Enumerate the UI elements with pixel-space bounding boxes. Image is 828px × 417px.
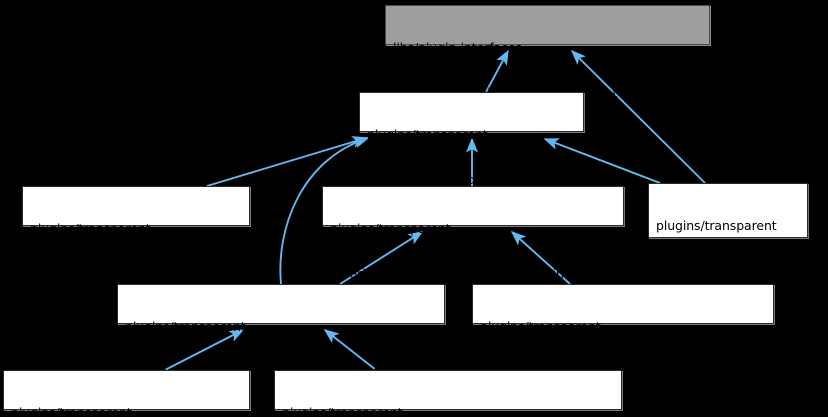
graph-node-determine-size-test-cc[interactable]: plugins/transparent -overlay/test/determ… xyxy=(648,183,808,323)
node-label-line1: libs/plugin-interfaces xyxy=(393,40,522,55)
node-label-line2: -overlay/src/transparentoverlayviewinfo.… xyxy=(330,266,595,281)
node-label-line2: -overlay/test/determine xyxy=(656,263,802,278)
graph-node-transparentoverlay-cc[interactable]: plugins/transparent -overlay/src/transpa… xyxy=(3,370,250,417)
graph-node-transparentoverlaypresentation-hh[interactable]: plugins/transparent -overlay/src/transpa… xyxy=(117,284,445,379)
node-label-line1: plugins/transparent xyxy=(125,319,246,334)
node-label-line1: plugins/transparent xyxy=(282,405,403,417)
graph-node-transparentoverlayviewinfo-cc[interactable]: plugins/transparent -overlay/src/transpa… xyxy=(472,284,774,379)
graph-node-sizedeterminer-hh[interactable]: plugins/transparent -overlay/src/sizedet… xyxy=(359,92,584,187)
graph-node-resizablepresentationinterface[interactable]: libs/plugin-interfaces /inc/scroom/resiz… xyxy=(385,5,710,100)
graph-node-transparentoverlaypresentation-cc[interactable]: plugins/transparent -overlay/src/transpa… xyxy=(274,370,622,417)
edge-sizedeterminer-cc-to-sizedeterminer-hh xyxy=(206,136,368,187)
node-label-line1: plugins/transparent xyxy=(330,221,451,236)
node-label-line1: plugins/transparent xyxy=(30,221,151,236)
graph-node-transparentoverlayviewinfo-hh[interactable]: plugins/transparent -overlay/src/transpa… xyxy=(322,186,624,281)
node-label-line2: -overlay/src/sizedeterminer.hh xyxy=(367,172,555,187)
node-label-line2: -overlay/src/sizedeterminer.cc xyxy=(30,266,216,281)
node-label-line1: plugins/transparent xyxy=(656,218,777,233)
node-label-line1: plugins/transparent xyxy=(11,405,132,417)
node-label-line1: plugins/transparent xyxy=(367,127,488,142)
graph-node-sizedeterminer-cc[interactable]: plugins/transparent -overlay/src/sizedet… xyxy=(22,186,250,281)
node-label-line1: plugins/transparent xyxy=(480,319,601,334)
